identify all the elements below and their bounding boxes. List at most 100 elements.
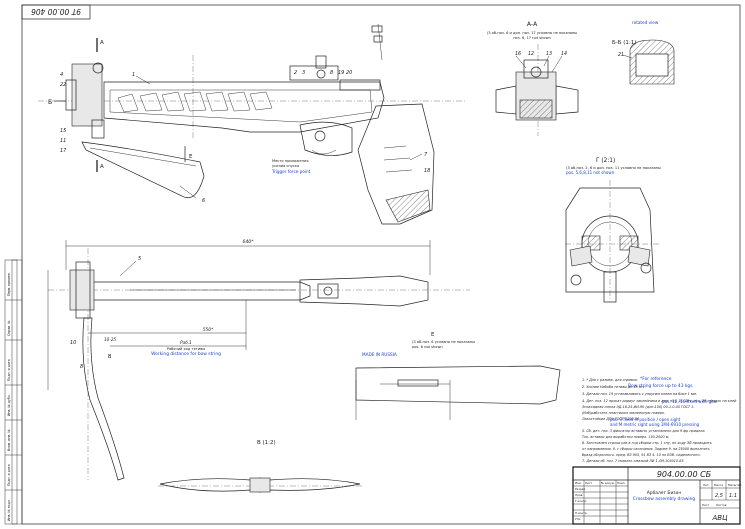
tb-name-en: Crossbow assembly drawing	[633, 496, 696, 502]
view-v-title: В (1:2)	[257, 440, 276, 446]
tb-row: Лист	[585, 481, 592, 485]
strip-label: Инв. № подл.	[7, 499, 11, 521]
callout: 10	[70, 340, 76, 346]
note-line: бразд сборочного. пред. ВЗ 905, 91 ВЗ 5.…	[582, 453, 701, 457]
callout: 16	[515, 51, 521, 57]
section-label-b: Б	[48, 99, 52, 106]
note-line: Лакостойкие ДПА ГОСТ 0120-86	[581, 417, 639, 421]
note-line: Эпоксидная смола ЭД-16-25-ИИ-90 (доп-100…	[581, 405, 695, 409]
note-line: от направления. 8. с сборки окончания. З…	[582, 447, 710, 451]
dim-work: Раб.1	[180, 340, 192, 345]
left-strip: Перв. примен. Справ. № Подп. и дата Инв.…	[4, 259, 23, 525]
callout: 7	[424, 152, 428, 158]
callout: 15	[60, 128, 66, 134]
side-view: Б А А Е 1 2 3 8 19 20 4 22 15 11 17 6 7 …	[38, 23, 465, 225]
section-aa-title: А-А	[527, 21, 538, 28]
tb-mass-label: Масса	[714, 483, 723, 487]
view-e: Е (3 об-поз. 6 условно не показаны pos. …	[355, 332, 561, 420]
note-blue: Bow string force up to 43 kgs	[628, 383, 693, 389]
tb-sheet-label: Лист	[702, 503, 709, 507]
callout: 3	[302, 70, 305, 76]
callout: 5	[138, 256, 141, 262]
tb-row: Изм.	[575, 481, 582, 485]
tb-designation: 904.00.00 СБ	[657, 470, 712, 479]
strip-label: Перв. примен.	[7, 272, 11, 296]
tb-row: Утв.	[575, 517, 581, 521]
callout: 12	[528, 51, 534, 57]
view-e-en: pos. 6 not shown	[412, 345, 443, 349]
tb-row: № докум.	[601, 481, 615, 485]
working-distance-ru: Рабочий ход тетивы	[167, 347, 206, 351]
view-g-title: Г (2:1)	[596, 158, 615, 164]
trigger-note-en: Trigger force point	[271, 169, 311, 174]
note-line: 6. Заготовлен строки раз в год сборки ст…	[582, 441, 712, 445]
strip-label: Справ. №	[7, 320, 11, 336]
note-line: 3. Детали поз. 19 устанавливать с упруги…	[582, 392, 697, 396]
strip-label: Подп. и дата	[7, 359, 11, 381]
view-bb-title: Б-Б (1:1)	[612, 40, 636, 46]
callout: 11	[60, 138, 66, 144]
doc-stamp: 9Т 00.00 406	[21, 4, 91, 20]
callout: 14	[561, 51, 567, 57]
callout: 20	[346, 70, 352, 76]
callout: 22	[60, 82, 66, 88]
note-line: 4. Дет. поз. 12 прокат радиус заклейника…	[582, 399, 737, 403]
top-view: 640* 550* Раб.1 10-25 Рабочий ход тетивы…	[47, 239, 470, 481]
dim-total: 640*	[242, 239, 254, 245]
callout: 19	[338, 70, 344, 76]
note-blue: *For reference	[640, 376, 672, 382]
tb-sheets-label: Листов	[716, 503, 727, 507]
section-aa-note: (3 об-поз. 6 и доп. поз. 17 условно не п…	[487, 31, 577, 35]
tb-litera: Лит.	[703, 483, 710, 487]
view-bb-en: rotated view	[632, 20, 659, 25]
view-bb: rotated view Б-Б (1:1) 21	[612, 20, 675, 85]
callout: 13	[546, 51, 552, 57]
trigger-note-ru: Место приложения	[272, 159, 308, 163]
note-blue: and M metric sight using 1M4-6910 pressi…	[610, 422, 700, 427]
tb-scale: 1:1	[729, 493, 737, 499]
tb-row: Подп.	[617, 481, 626, 485]
tb-mass: 2,5	[715, 493, 723, 499]
working-distance-en: Working distance for bow string	[151, 351, 221, 357]
callout: 8	[330, 70, 333, 76]
view-e-note: (3 об-поз. 6 условно не показаны	[412, 340, 475, 344]
tb-row: Т.контр.	[574, 499, 587, 503]
callout: 2	[294, 70, 297, 76]
section-label-v: В	[108, 354, 112, 360]
view-e-title: Е	[431, 332, 435, 338]
section-label-a: А	[100, 164, 104, 170]
trigger-note-ru: усилия спуска	[272, 164, 299, 168]
tb-name-ru: Арбалет Бизон	[647, 489, 682, 496]
callout: 4	[60, 72, 63, 78]
doc-number: 9Т 00.00 406	[31, 7, 81, 16]
view-g-en: pos. 5,6,8,11 not shown	[566, 170, 615, 175]
callout: 8	[80, 364, 83, 370]
callout: 18	[424, 168, 430, 174]
tb-row: Пров.	[575, 493, 583, 497]
title-block: Изм. Лист № докум. Подп. Разраб. Пров. Т…	[572, 466, 742, 525]
view-v: В (1:2)	[158, 440, 362, 493]
view-g: Г (2:1) (3 об-поз. 2, 6 и доп. поз. 11 у…	[565, 158, 661, 303]
dim-width: 550*	[203, 327, 214, 333]
section-label-a: А	[100, 40, 104, 46]
callout: 17	[60, 148, 67, 154]
section-aa-view: А-А (3 об-поз. 6 и доп. поз. 17 условно …	[487, 21, 579, 136]
note-line: 1. * Для с размер. для справок.	[582, 378, 638, 382]
note-line: (Изб)работать пластиком заклеенную повер…	[582, 411, 665, 415]
strip-label: Инв. № дубл.	[7, 394, 11, 416]
callout: 21	[618, 52, 624, 58]
tb-scale-label: Масштаб	[728, 483, 742, 487]
dim-small: 10-25	[104, 337, 117, 342]
tb-row: Разраб.	[575, 487, 586, 491]
note-line: Ток. вставки для выработки поверх. 150-2…	[582, 435, 669, 439]
callout: 1	[132, 72, 135, 78]
note-blue: pos. 12, 16 fixed with glue	[662, 399, 718, 404]
note-line: 2. Усилие Набоба тетивы до 43 кгс.	[582, 385, 646, 389]
section-label-e: Е	[189, 154, 193, 160]
callout: 6	[202, 198, 205, 204]
tb-company: АВЦ	[711, 514, 728, 522]
view-g-note: (3 об-поз. 2, 6 и доп. поз. 11 условно н…	[566, 166, 661, 170]
strip-label: Взам. инв. №	[7, 429, 11, 451]
tb-row: Н.контр.	[575, 511, 588, 515]
